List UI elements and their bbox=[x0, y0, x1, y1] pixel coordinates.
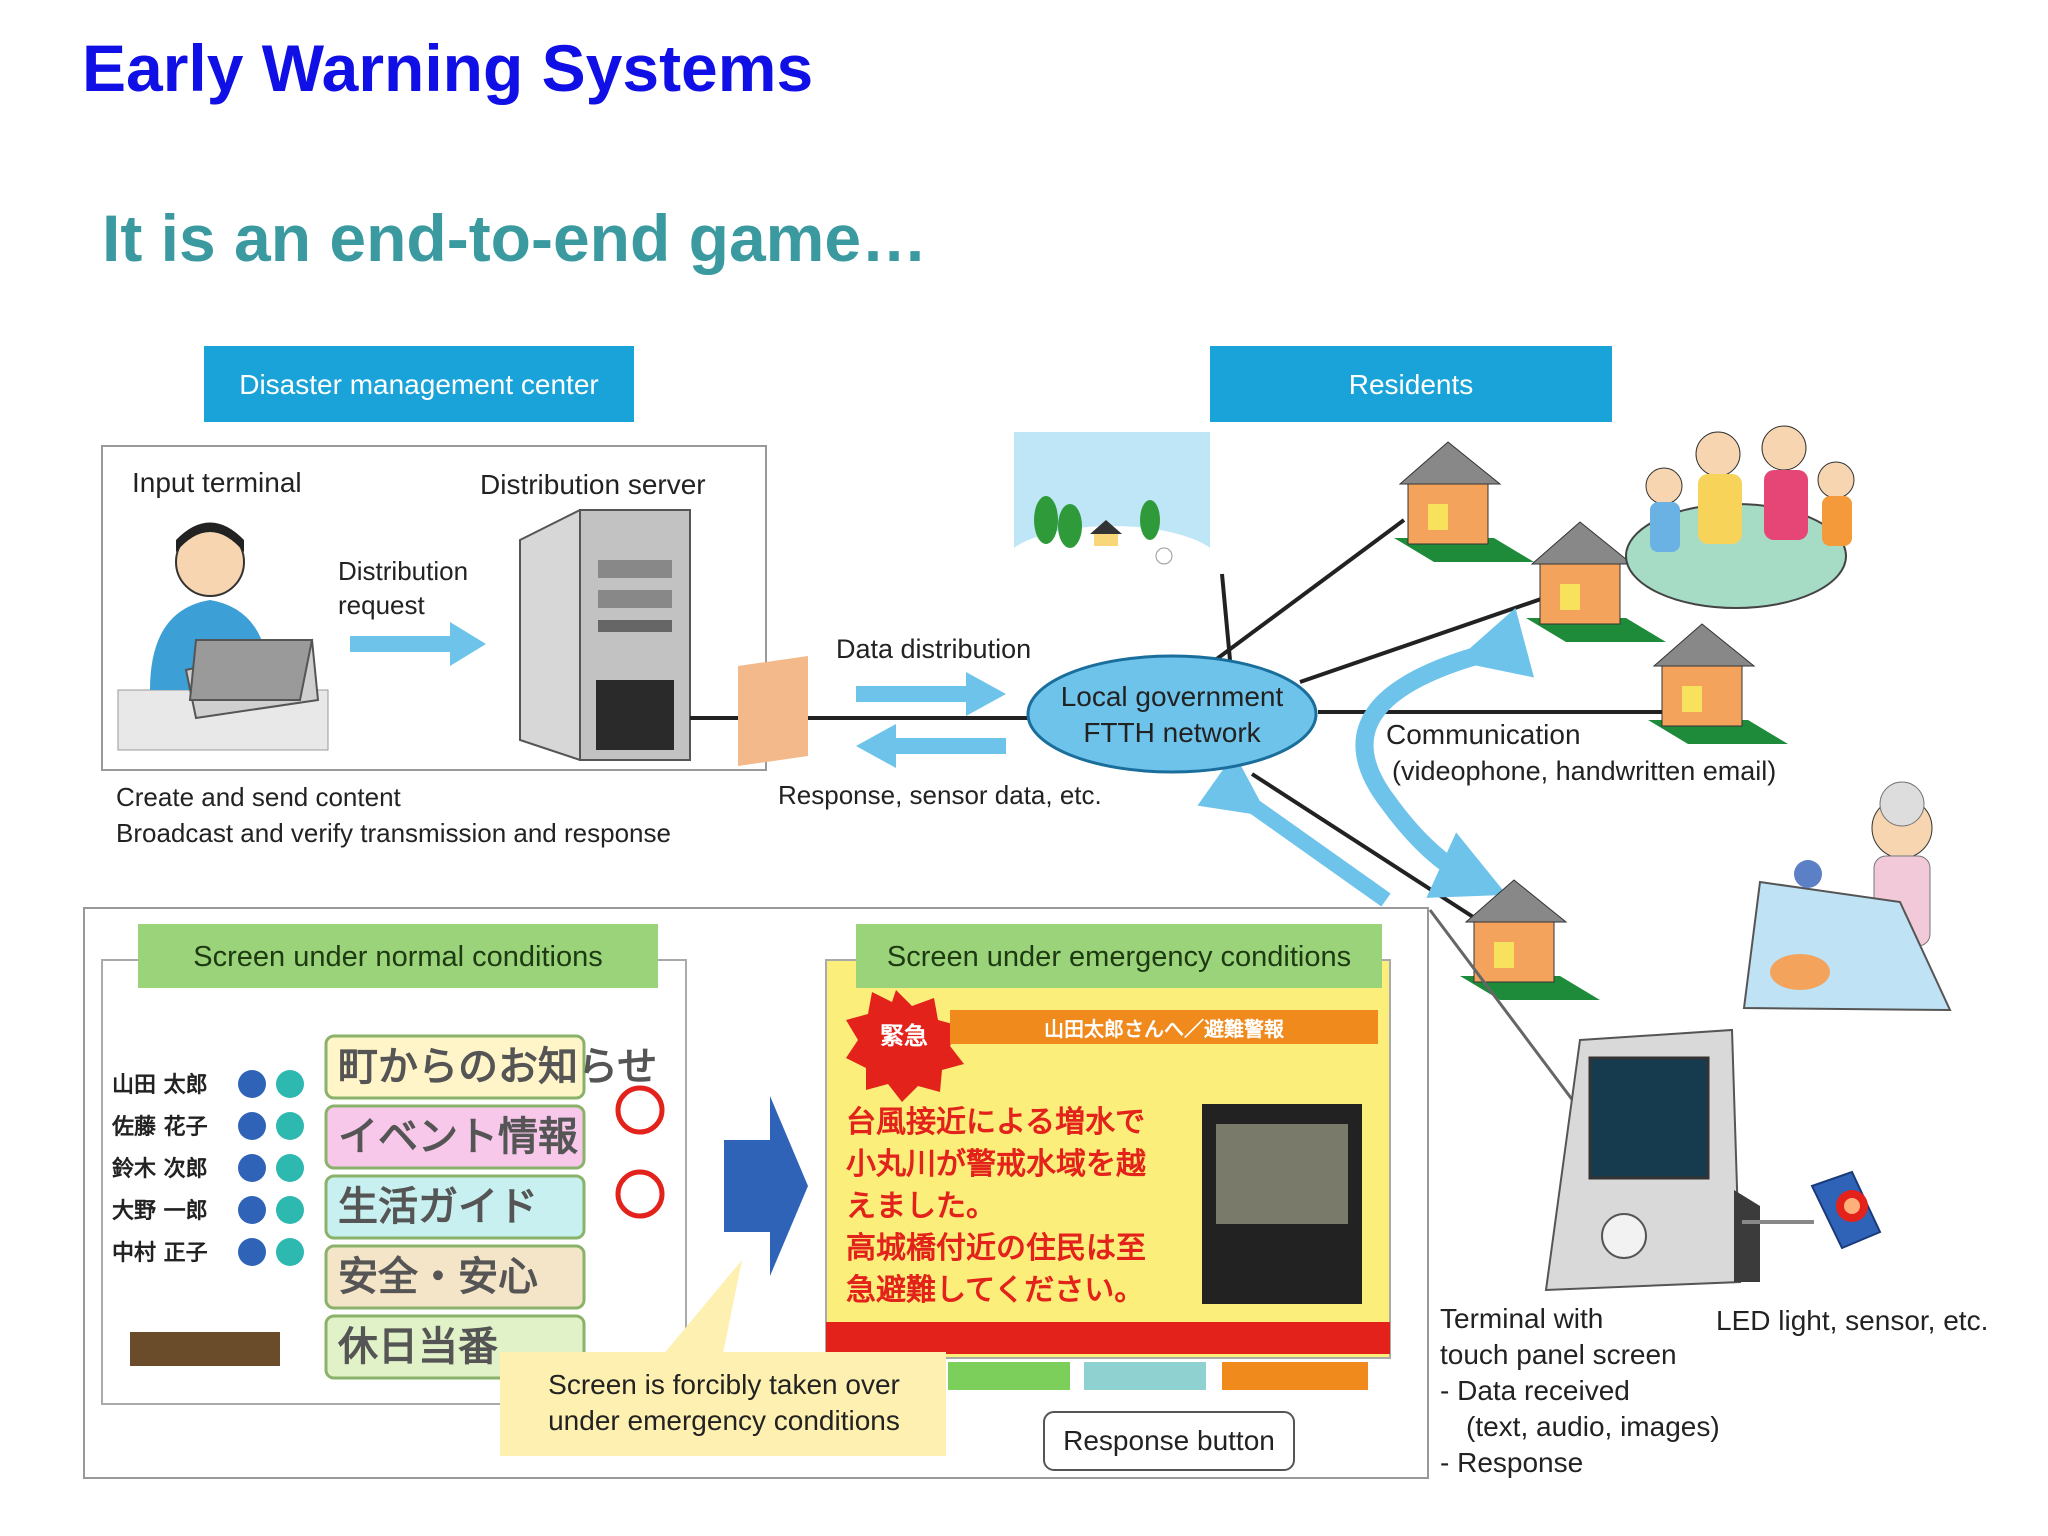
response-button-label: Response button bbox=[1063, 1425, 1275, 1456]
distribution-request-arrow bbox=[350, 622, 486, 666]
menu-item-holiday-duty: 休日当番 bbox=[337, 1324, 498, 1370]
terminal-desc-2: touch panel screen bbox=[1440, 1339, 1677, 1370]
led-sensor-device bbox=[1810, 1170, 1882, 1250]
house-icon-2 bbox=[1526, 521, 1666, 642]
header-disaster-center: Disaster management center bbox=[204, 346, 634, 422]
data-distribution-arrow bbox=[856, 672, 1006, 716]
house-icon-4 bbox=[1460, 879, 1600, 1000]
gateway-icon bbox=[738, 656, 808, 766]
response-arrow bbox=[856, 724, 1006, 768]
operator-icon bbox=[117, 522, 329, 751]
takeover-callout bbox=[500, 1352, 946, 1456]
normal-logo-box bbox=[130, 1332, 280, 1366]
data-distribution-label: Data distribution bbox=[836, 634, 1031, 664]
emergency-screen-label: Screen under emergency conditions bbox=[887, 941, 1351, 973]
list-item: 鈴木 次郎 bbox=[112, 1156, 208, 1182]
normal-menu: 町からのお知らせ イベント情報 生活ガイド 安全・安心 休日当番 bbox=[324, 1034, 657, 1380]
list-item: 佐藤 花子 bbox=[111, 1114, 208, 1140]
terminal-desc-3: - Data received bbox=[1440, 1375, 1630, 1406]
caption-broadcast: Broadcast and verify transmission and re… bbox=[116, 818, 671, 848]
menu-item-safety: 安全・安心 bbox=[338, 1254, 538, 1300]
menu-item-events: イベント情報 bbox=[338, 1114, 578, 1160]
led-label: LED light, sensor, etc. bbox=[1716, 1305, 1988, 1336]
emergency-call-icon bbox=[615, 1085, 665, 1135]
header-residents: Residents bbox=[1210, 346, 1612, 422]
family-illustration bbox=[1625, 425, 1855, 609]
list-item: 大野 一郎 bbox=[112, 1198, 208, 1224]
ftth-node-label-1: Local government bbox=[1061, 681, 1284, 712]
emergency-line: 台風接近による増水で bbox=[846, 1105, 1145, 1140]
communication-label-1: Communication bbox=[1386, 719, 1581, 750]
response-button-3[interactable] bbox=[1222, 1362, 1368, 1390]
distribution-server-label: Distribution server bbox=[480, 469, 706, 500]
terminal-desc-4: (text, audio, images) bbox=[1466, 1411, 1720, 1442]
slide-title: Early Warning Systems bbox=[82, 31, 814, 105]
emergency-banner-label: 山田太郎さんへ／避難警報 bbox=[1044, 1017, 1285, 1041]
takeover-label-2: under emergency conditions bbox=[548, 1405, 900, 1436]
house-icon-3 bbox=[1648, 623, 1788, 744]
distribution-request-label-2: request bbox=[338, 590, 425, 620]
header-disaster-center-label: Disaster management center bbox=[239, 369, 599, 400]
terminal-desc-5: - Response bbox=[1440, 1447, 1583, 1478]
normal-label-box bbox=[138, 924, 658, 988]
grandmother-illustration bbox=[1742, 781, 1952, 1012]
ftth-node-label-2: FTTH network bbox=[1083, 717, 1261, 748]
emergency-video-image bbox=[1216, 1124, 1348, 1224]
emergency-line: えました。 bbox=[846, 1189, 996, 1224]
center-panel: Input terminal Distribution server Distr… bbox=[101, 445, 767, 848]
emergency-label-box bbox=[856, 924, 1382, 988]
terminal-link-arrow bbox=[1197, 753, 1391, 907]
screens-panel: Screen under normal conditions 山田 太郎 佐藤 … bbox=[83, 907, 1429, 1479]
alarm-icon bbox=[615, 1169, 665, 1219]
list-item: 山田 太郎 bbox=[112, 1072, 208, 1098]
terminal-callout-line bbox=[1428, 909, 1582, 1111]
normal-name-list: 山田 太郎 佐藤 花子 鈴木 次郎 大野 一郎 中村 正子 bbox=[111, 1070, 304, 1266]
menu-item-life-guide: 生活ガイド bbox=[338, 1184, 538, 1230]
emergency-badge-burst bbox=[846, 990, 964, 1102]
communication-arrow bbox=[1355, 607, 1535, 898]
emergency-message: 台風接近による増水で 小丸川が警戒水域を越 えました。 高城橋付近の住民は至 急… bbox=[846, 1105, 1147, 1308]
emergency-red-bar bbox=[826, 1322, 1390, 1354]
distribution-request-label: Distribution bbox=[338, 556, 468, 586]
response-button-callout bbox=[1043, 1411, 1295, 1471]
emergency-line: 高城橋付近の住民は至 bbox=[846, 1231, 1146, 1266]
emergency-badge-label: 緊急 bbox=[880, 1022, 928, 1050]
ftth-network-node: Local government FTTH network bbox=[1026, 654, 1318, 774]
menu-item-notices: 町からのお知らせ bbox=[338, 1044, 657, 1090]
snow-scene-image bbox=[1002, 432, 1222, 606]
emergency-line: 急避難してください。 bbox=[846, 1273, 1144, 1308]
takeover-label-1: Screen is forcibly taken over bbox=[548, 1369, 900, 1400]
list-item: 中村 正子 bbox=[112, 1241, 208, 1266]
response-button-2[interactable] bbox=[1084, 1362, 1206, 1390]
emergency-line: 小丸川が警戒水域を越 bbox=[846, 1147, 1147, 1182]
normal-screen-label: Screen under normal conditions bbox=[193, 941, 602, 973]
slide-subtitle: It is an end-to-end game… bbox=[102, 201, 928, 275]
input-terminal-label: Input terminal bbox=[132, 467, 302, 498]
caption-create-content: Create and send content bbox=[116, 782, 402, 812]
house-icon-1 bbox=[1394, 441, 1534, 562]
touch-panel-terminal bbox=[1544, 1028, 1760, 1292]
terminal-description: Terminal with touch panel screen - Data … bbox=[1440, 1303, 1988, 1478]
communication-label-2: (videophone, handwritten email) bbox=[1392, 756, 1776, 786]
emergency-banner bbox=[950, 1010, 1378, 1044]
header-residents-label: Residents bbox=[1349, 369, 1474, 400]
response-data-label: Response, sensor data, etc. bbox=[778, 780, 1102, 810]
response-button-1[interactable] bbox=[948, 1362, 1070, 1390]
server-icon bbox=[519, 509, 691, 762]
takeover-arrow bbox=[724, 1096, 808, 1276]
takeover-callout-pointer bbox=[652, 1260, 742, 1368]
terminal-desc-1: Terminal with bbox=[1440, 1303, 1603, 1334]
